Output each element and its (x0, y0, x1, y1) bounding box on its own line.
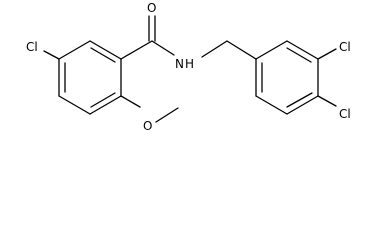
chlorine-atom-label-para: Cl (339, 107, 351, 121)
bond-carbonyl-n (151, 40, 175, 56)
bond-c-cl (43, 50, 60, 60)
chlorine-atom-label-meta: Cl (339, 40, 351, 54)
amide-nitrogen-label: NH (175, 57, 194, 71)
bond (58, 95, 91, 115)
benzene-ring-right (255, 40, 319, 115)
bond-c-cl (317, 48, 337, 60)
bond (58, 40, 91, 60)
bond (286, 95, 319, 115)
methoxy-oxygen-label: O (143, 119, 152, 133)
molecule-structure-diagram: Cl O NH O Cl Cl (26, 1, 351, 133)
bond (89, 40, 122, 60)
aromatic-double-bond (90, 47, 116, 63)
bond-n-ch2 (201, 40, 228, 58)
aromatic-double-bond (286, 47, 312, 63)
benzene-ring-left (58, 40, 122, 115)
bond-ch2-ring (226, 40, 257, 60)
bond-o-methyl (155, 107, 179, 123)
bond-ring-carbonyl (120, 40, 153, 60)
aromatic-double-bond (90, 92, 116, 108)
bond (286, 40, 319, 60)
bond (255, 95, 288, 115)
bond-ring-methoxy-o (120, 95, 141, 108)
bond (89, 95, 122, 115)
chlorine-atom-label: Cl (26, 40, 38, 54)
bond-c-cl (317, 95, 337, 107)
aromatic-double-bond (286, 92, 313, 108)
bond (255, 40, 288, 60)
carbonyl-oxygen-label: O (147, 1, 156, 15)
